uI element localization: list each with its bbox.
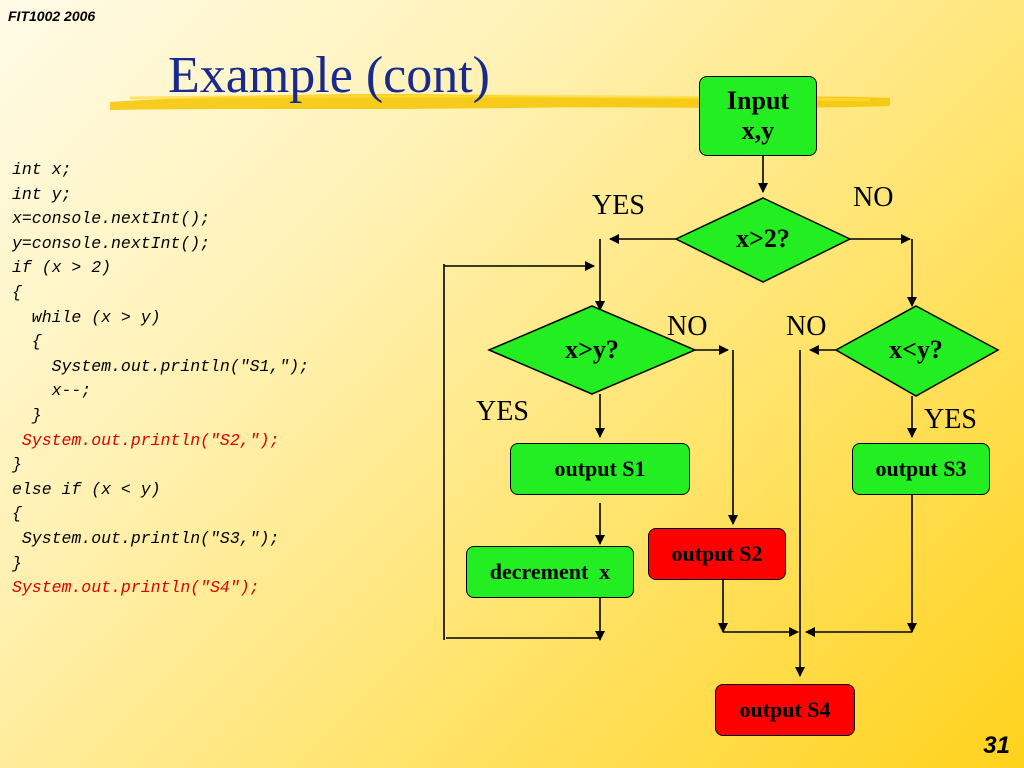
decision-x-lt-y-label: x<y? xyxy=(889,335,943,364)
code-line: y=console.nextInt(); xyxy=(12,233,211,253)
output-s1-box: output S1 xyxy=(510,443,690,495)
decision-x-gt-y-label: x>y? xyxy=(565,335,619,364)
page-number: 31 xyxy=(983,732,1010,759)
code-line: else if (x < y) xyxy=(12,479,161,499)
yes-label-left: YES xyxy=(476,396,529,427)
output-s3-box: output S3 xyxy=(852,443,990,495)
output-s2-box: output S2 xyxy=(648,528,786,580)
code-line: while (x > y) xyxy=(12,307,161,327)
course-code: FIT1002 2006 xyxy=(8,8,96,24)
decision-x-lt-y-shape xyxy=(834,305,1000,397)
code-line: System.out.println("S2,"); xyxy=(12,430,280,450)
decision-x-gt-2-shape xyxy=(674,197,852,283)
code-listing: int x; int y; x=console.nextInt(); y=consol… xyxy=(12,158,309,601)
code-line: x--; xyxy=(12,381,92,401)
no-label-right: NO xyxy=(786,311,827,342)
code-line: { xyxy=(12,332,42,352)
code-line: } xyxy=(12,553,22,573)
decision-x-gt-2-label: x>2? xyxy=(736,224,790,253)
code-line: { xyxy=(12,504,22,524)
output-s4-box: output S4 xyxy=(715,684,855,736)
decision-x-gt-y-shape xyxy=(487,305,697,395)
yes-label-top: YES xyxy=(592,190,645,221)
code-line: { xyxy=(12,282,22,302)
code-line: if (x > 2) xyxy=(12,258,112,278)
input-box: Input x,y xyxy=(699,76,817,156)
slide-title: Example (cont) xyxy=(168,47,490,104)
code-line: } xyxy=(12,405,42,425)
code-line: int x; xyxy=(12,160,72,179)
no-label-top: NO xyxy=(853,182,894,213)
input-box-label: Input x,y xyxy=(726,86,790,145)
code-line: int y; xyxy=(12,184,72,204)
code-line: System.out.println("S1,"); xyxy=(12,356,310,376)
decrement-x-box: decrement x xyxy=(466,546,634,598)
no-label-left: NO xyxy=(667,311,708,342)
code-line: } xyxy=(12,455,22,475)
code-line: System.out.println("S3,"); xyxy=(12,528,280,548)
yes-label-right: YES xyxy=(924,404,977,435)
code-line: x=console.nextInt(); xyxy=(12,209,211,229)
code-line: System.out.println("S4"); xyxy=(12,578,260,598)
